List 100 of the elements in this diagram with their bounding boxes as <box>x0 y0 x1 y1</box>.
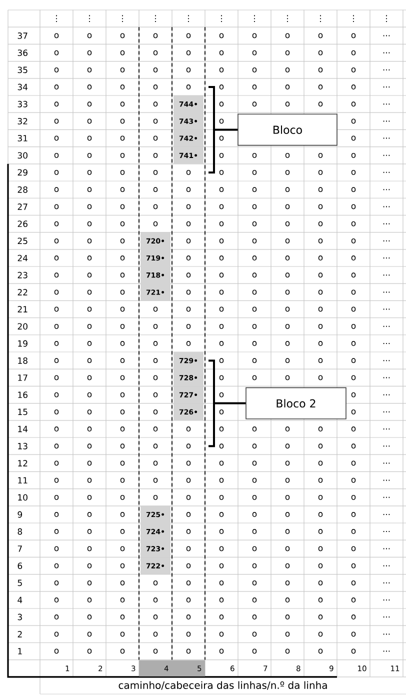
circle-mark: o <box>252 648 257 654</box>
circle-mark: o <box>120 648 125 654</box>
circle-mark: o <box>285 494 290 500</box>
circle-mark: o <box>219 324 224 329</box>
circle-mark: o <box>120 494 125 500</box>
circle-mark: o <box>87 102 92 107</box>
circle-mark: o <box>54 529 59 534</box>
ellipsis-mark: ... <box>383 446 390 447</box>
circle-mark: o <box>120 375 125 380</box>
circle-mark: o <box>351 67 356 72</box>
circle-mark: o <box>186 341 191 346</box>
ellipsis-mark: ... <box>383 342 390 344</box>
circle-mark: o <box>87 221 92 226</box>
ellipsis-mark: ... <box>383 189 390 190</box>
circle-mark: o <box>54 118 59 124</box>
circle-mark: o <box>252 478 257 483</box>
circle-mark: o <box>54 358 59 364</box>
circle-mark: o <box>87 460 92 466</box>
circle-mark: o <box>351 136 356 141</box>
circle-mark: o <box>219 84 224 90</box>
circle-mark: o <box>54 460 59 466</box>
circle-mark: o <box>54 598 59 602</box>
circle-mark: o <box>219 102 224 107</box>
circle-mark: o <box>219 341 224 346</box>
circle-mark: o <box>120 238 125 244</box>
ellipsis-mark: ... <box>383 377 390 378</box>
circle-mark: o <box>351 170 356 175</box>
circle-mark: o <box>87 256 92 260</box>
circle-mark: o <box>186 170 191 175</box>
ellipsis-mark: ... <box>383 599 390 601</box>
circle-mark: o <box>252 324 257 329</box>
row-number: 6 <box>18 562 22 570</box>
circle-mark: o <box>87 648 92 654</box>
circle-mark: o <box>351 306 356 312</box>
circle-mark: o <box>54 648 59 654</box>
circle-mark: o <box>318 460 323 466</box>
ellipsis-mark: ... <box>383 120 390 122</box>
circle-mark: o <box>351 580 356 586</box>
circle-mark: o <box>153 152 158 158</box>
ellipsis-mark: ... <box>383 582 390 584</box>
circle-mark: o <box>318 170 323 175</box>
ellipsis-mark: ... <box>383 462 390 464</box>
circle-mark: o <box>87 306 92 312</box>
row-number: 7 <box>18 546 22 552</box>
ellipsis-mark: ... <box>383 616 390 618</box>
row-number: 10 <box>18 494 28 501</box>
circle-mark: o <box>318 256 323 260</box>
circle-mark: o <box>252 580 257 586</box>
row-number: 11 <box>18 477 28 484</box>
row-number: 19 <box>18 340 28 347</box>
circle-mark: o <box>87 33 92 38</box>
circle-mark: o <box>54 272 59 278</box>
circle-mark: o <box>219 238 224 244</box>
circle-mark: o <box>186 494 191 500</box>
circle-mark: o <box>318 341 323 346</box>
circle-mark: o <box>351 426 356 432</box>
circle-mark: o <box>351 444 356 449</box>
ellipsis-mark: ... <box>383 548 390 550</box>
circle-mark: o <box>318 187 323 192</box>
row-number: 36 <box>18 50 28 56</box>
ellipsis-mark: ⋮ <box>188 15 189 22</box>
circle-mark: o <box>219 136 224 141</box>
circle-mark: o <box>252 290 257 295</box>
circle-mark: o <box>120 580 125 586</box>
circle-mark: o <box>120 50 125 56</box>
circle-mark: o <box>219 614 224 620</box>
circle-mark: o <box>120 118 125 124</box>
circle-mark: o <box>351 494 356 500</box>
circle-mark: o <box>120 444 125 449</box>
circle-mark: o <box>153 221 158 226</box>
circle-mark: o <box>285 50 290 56</box>
row-number: 22 <box>18 289 28 296</box>
ellipsis-mark: ... <box>383 35 390 36</box>
circle-mark: o <box>87 598 92 602</box>
circle-mark: o <box>120 529 125 534</box>
circle-mark: o <box>285 33 290 38</box>
circle-mark: o <box>54 409 59 414</box>
circle-mark: o <box>351 204 356 210</box>
circle-mark: o <box>318 512 323 517</box>
circle-mark: o <box>87 238 92 244</box>
row-number: 25 <box>18 238 28 244</box>
circle-mark: o <box>54 614 59 620</box>
row-number: 17 <box>18 374 28 381</box>
circle-mark: o <box>54 256 59 260</box>
circle-mark: o <box>120 84 125 90</box>
circle-mark: o <box>285 341 290 346</box>
circle-mark: o <box>285 598 290 602</box>
circle-mark: o <box>285 152 290 158</box>
circle-mark: o <box>318 358 323 364</box>
circle-mark: o <box>186 546 191 552</box>
circle-mark: o <box>54 187 59 192</box>
row-number: 34 <box>18 84 28 90</box>
circle-mark: o <box>285 632 290 637</box>
circle-mark: o <box>285 444 290 449</box>
circle-mark: o <box>54 204 59 210</box>
ellipsis-mark: ⋮ <box>287 15 288 22</box>
ellipsis-mark: ⋮ <box>386 15 387 22</box>
circle-mark: o <box>54 494 59 500</box>
circle-mark: o <box>54 306 59 312</box>
row-number: 14 <box>18 426 28 432</box>
